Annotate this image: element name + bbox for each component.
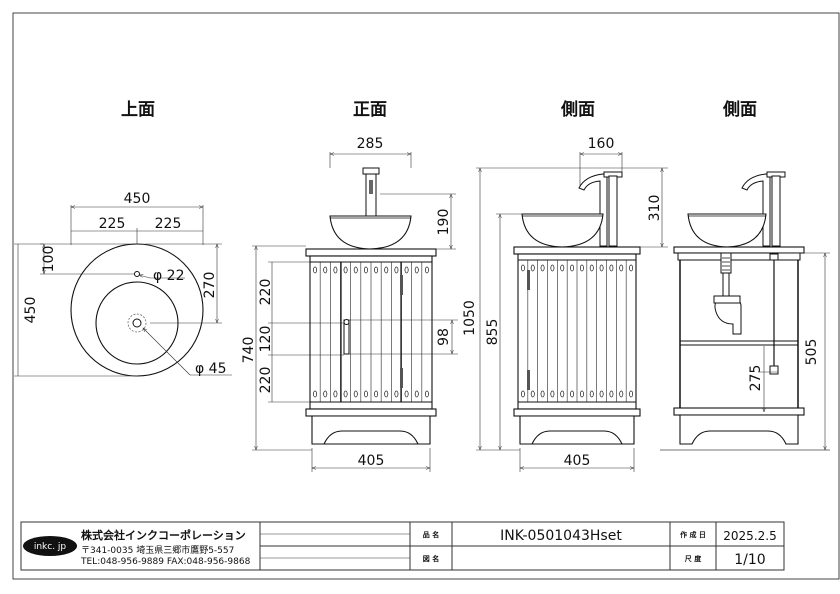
- svg-text:220: 220: [258, 367, 274, 394]
- counter-top: [305, 248, 437, 257]
- drain-ring: [127, 313, 147, 333]
- counter-outline: [70, 243, 204, 377]
- vessel-bowl-side: [521, 213, 604, 248]
- company-contact: TEL:048-956-9889 FAX:048-956-9868: [80, 557, 251, 567]
- company-address: 〒341-0035 埼玉県三郷市鷹野5-557: [81, 544, 234, 556]
- scale-value: 1/10: [734, 552, 765, 568]
- svg-text:285: 285: [357, 136, 384, 152]
- drain-hole: [132, 318, 142, 328]
- side-view-2: 505 275: [660, 171, 830, 450]
- svg-text:1050: 1050: [462, 300, 478, 336]
- svg-text:100: 100: [41, 246, 57, 273]
- label-scale: 尺 度: [684, 554, 702, 563]
- svg-text:275: 275: [748, 365, 764, 392]
- stop-valve: [769, 365, 779, 375]
- product-code: INK-0501043Hset: [500, 528, 622, 544]
- svg-text:98: 98: [436, 328, 452, 346]
- label-date: 作 成 日: [680, 530, 706, 539]
- faucet-body: [365, 171, 377, 218]
- faucet-hole: [134, 271, 140, 277]
- svg-text:225: 225: [155, 216, 182, 232]
- svg-text:φ 45: φ 45: [195, 361, 227, 377]
- title-block: inkc. jp 株式会社インクコーポレーション 〒341-0035 埼玉県三郷…: [20, 521, 785, 571]
- sheet-border: [12, 12, 840, 580]
- svg-text:120: 120: [258, 326, 274, 353]
- svg-text:405: 405: [564, 453, 591, 469]
- svg-text:740: 740: [241, 337, 257, 364]
- svg-text:270: 270: [202, 272, 218, 299]
- view-title-top: 上面: [121, 100, 155, 120]
- view-title-front: 正面: [353, 100, 387, 120]
- svg-text:190: 190: [436, 209, 452, 236]
- view-title-side1: 側面: [560, 99, 595, 120]
- svg-text:405: 405: [358, 453, 385, 469]
- side-view-1: 160 310 1050 855 405: [462, 136, 668, 472]
- svg-text:855: 855: [485, 319, 501, 346]
- svg-text:450: 450: [124, 191, 151, 207]
- svg-text:φ 22: φ 22: [153, 268, 185, 284]
- top-view: 450 225 225 100 450 270 φ 22 φ 45: [14, 191, 232, 377]
- company-name: 株式会社インクコーポレーション: [81, 528, 246, 542]
- svg-text:310: 310: [647, 195, 663, 222]
- label-product: 品 名: [423, 530, 439, 539]
- view-title-side2: 側面: [722, 99, 757, 120]
- svg-text:inkc. jp: inkc. jp: [34, 542, 67, 552]
- svg-text:220: 220: [258, 279, 274, 306]
- vessel-bowl: [329, 215, 412, 250]
- svg-text:505: 505: [804, 339, 820, 366]
- label-drawing: 図 名: [423, 554, 439, 563]
- company-logo: [23, 536, 77, 556]
- cabinet-plinth: [311, 415, 431, 445]
- svg-text:160: 160: [588, 136, 615, 152]
- svg-text:225: 225: [99, 216, 126, 232]
- svg-text:450: 450: [23, 297, 39, 324]
- date-value: 2025.2.5: [723, 529, 776, 543]
- cabinet-slats-side: [520, 260, 634, 402]
- door-handle: [343, 319, 350, 355]
- front-view: 285 190 740 220 120 220 98 405: [241, 136, 458, 472]
